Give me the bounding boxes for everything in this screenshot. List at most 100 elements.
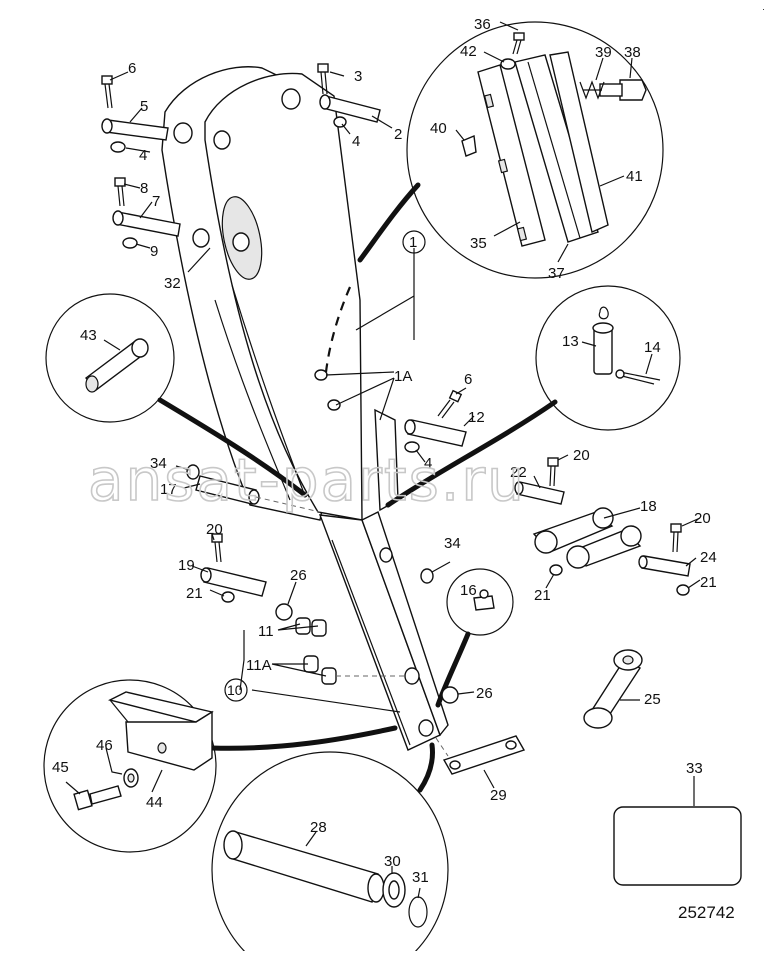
washer-42	[500, 58, 516, 70]
washer-30	[382, 872, 406, 908]
callout-39: 39	[595, 44, 612, 61]
callout-3: 3	[354, 68, 362, 85]
callout-9: 9	[150, 243, 158, 260]
callout-34-b: 34	[444, 535, 461, 552]
bolt-3	[317, 63, 329, 95]
grease-nipple-16	[473, 589, 495, 611]
pin-17	[195, 475, 260, 505]
nut-4-right	[404, 441, 420, 453]
nut-4-top-left	[110, 141, 126, 153]
washer-1A-a	[314, 369, 328, 381]
bush-26-right	[441, 686, 459, 704]
washer-34-right	[420, 568, 434, 584]
callout-17: 17	[160, 481, 177, 498]
detail-circle-pin-43	[45, 293, 308, 498]
callout-41: 41	[626, 168, 643, 185]
pin-24	[638, 555, 691, 577]
detail-circle-lock-pin	[385, 285, 681, 508]
callout-46: 46	[96, 737, 113, 754]
callout-26-b: 26	[476, 685, 493, 702]
arm-lower-boss-3	[418, 719, 434, 737]
arm-boss-top-left	[173, 122, 193, 144]
bolt-6-top	[101, 75, 113, 109]
bolt-8	[114, 177, 126, 207]
callout-25: 25	[644, 691, 661, 708]
arm-boss-mid-right	[232, 232, 250, 252]
callout-1: 1	[409, 234, 417, 251]
callout-38: 38	[624, 44, 641, 61]
callout-19: 19	[178, 557, 195, 574]
callout-21-b: 21	[534, 587, 551, 604]
callout-26-a: 26	[290, 567, 307, 584]
callout-6-b: 6	[464, 371, 472, 388]
callout-34-a: 34	[150, 455, 167, 472]
callout-labels: 1 1A 2 3 4 4 4 5 6 6 7 8 9 10 11 11A 12 …	[52, 16, 717, 886]
pin-5	[101, 118, 169, 141]
bolt-20-left	[211, 533, 223, 563]
drawing-number: 252742	[678, 903, 735, 922]
callout-29: 29	[490, 787, 507, 804]
callout-35: 35	[470, 235, 487, 252]
callout-21-c: 21	[700, 574, 717, 591]
lynch-pin-14	[615, 369, 661, 385]
callout-4-c: 4	[424, 455, 432, 472]
callout-20-c: 20	[694, 510, 711, 527]
callout-21-a: 21	[186, 585, 203, 602]
callout-18: 18	[640, 498, 657, 515]
callout-5: 5	[140, 98, 148, 115]
nut-21-right	[676, 584, 690, 596]
dipper-arm	[161, 66, 449, 751]
callout-6-a: 6	[128, 60, 136, 77]
callout-4-b: 4	[352, 133, 360, 150]
pin-12	[404, 419, 467, 447]
pin-19	[200, 567, 267, 597]
callout-32: 32	[164, 275, 181, 292]
callout-33: 33	[686, 760, 703, 777]
bolt-45	[73, 785, 122, 811]
callout-8: 8	[140, 180, 148, 197]
nut-9	[122, 237, 138, 249]
link-25	[583, 649, 643, 729]
corner-mark: ·	[762, 4, 765, 14]
bolt-6-right	[437, 389, 463, 419]
arm-lower-boss-1	[379, 547, 393, 563]
inset-box-33	[613, 806, 742, 886]
detail-circle-wear-pads	[357, 21, 664, 279]
callout-14: 14	[644, 339, 661, 356]
bolt-20-right	[670, 523, 682, 553]
callout-12: 12	[468, 409, 485, 426]
bucket-pin-28	[223, 830, 385, 903]
callout-43: 43	[80, 327, 97, 344]
watermark-text: ansat-parts.ru	[88, 446, 526, 514]
circlip-31	[408, 896, 428, 928]
callout-22: 22	[510, 464, 527, 481]
callout-30: 30	[384, 853, 401, 870]
leader-lines	[65, 21, 701, 899]
callout-1A: 1A	[394, 368, 412, 385]
nut-21-left	[221, 591, 235, 603]
callout-11A: 11A	[246, 657, 272, 674]
callout-24: 24	[700, 549, 717, 566]
shim-40	[461, 134, 477, 157]
link-18	[532, 507, 642, 569]
wear-pad-35	[477, 64, 546, 247]
arm-boss-pivot	[213, 130, 231, 150]
bushes-11	[295, 617, 327, 637]
bolt-20-upper	[547, 457, 559, 487]
callout-45: 45	[52, 759, 69, 776]
bush-26-left	[275, 603, 293, 621]
callout-20-a: 20	[573, 447, 590, 464]
lock-pin-13	[592, 306, 614, 375]
screw-36	[512, 32, 525, 55]
detail-circle-grease-nipple	[435, 568, 514, 708]
spring-39	[579, 80, 605, 100]
bushes-11A	[303, 655, 337, 685]
arm-lower-boss-2	[404, 667, 420, 685]
detail-circle-bucket-pin	[211, 742, 449, 956]
pin-22	[514, 481, 565, 505]
callout-11: 11	[258, 623, 274, 640]
callout-40: 40	[430, 120, 447, 137]
callout-10: 10	[227, 682, 243, 698]
